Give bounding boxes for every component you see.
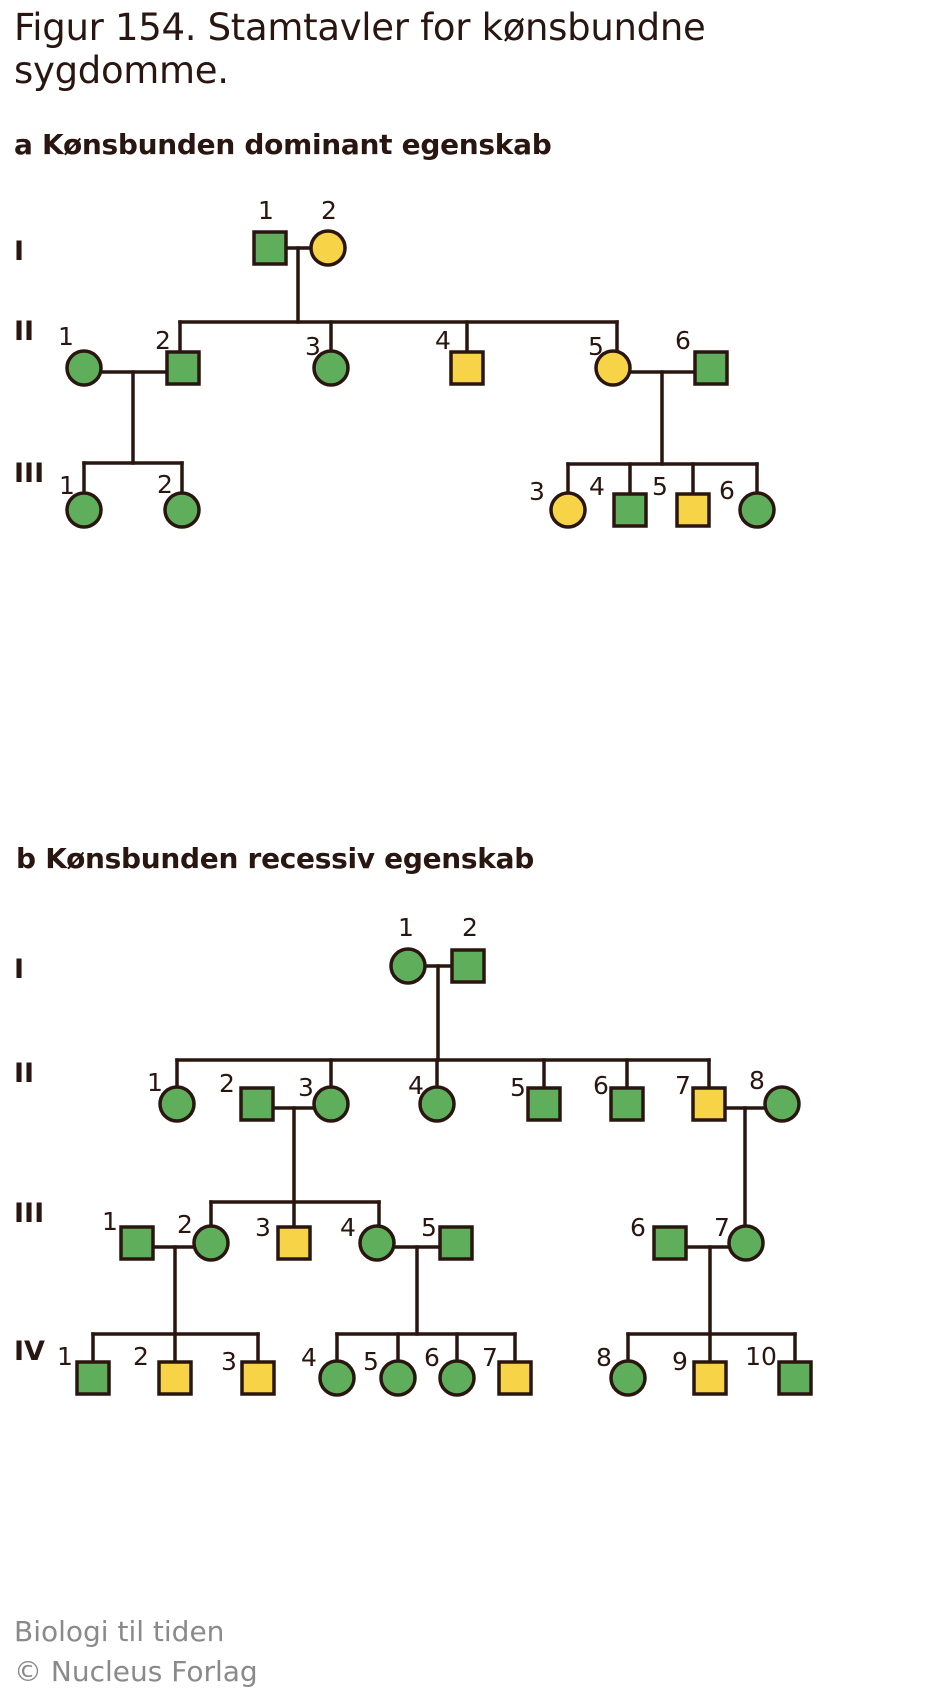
individual-number: 4 (435, 326, 451, 355)
unaffected-female-circle (389, 947, 427, 985)
unaffected-female-circle (738, 491, 776, 529)
individual-number: 2 (177, 1210, 193, 1239)
individual-number: 6 (424, 1343, 440, 1372)
unaffected-female-circle (379, 1359, 417, 1397)
individual-number: 4 (301, 1343, 317, 1372)
individual-number: 3 (221, 1347, 237, 1376)
individual-number: 5 (363, 1347, 379, 1376)
individual-number: 9 (672, 1347, 688, 1376)
affected-female-circle (549, 491, 587, 529)
affected-male-square (157, 1360, 193, 1396)
unaffected-female-circle (192, 1224, 230, 1262)
credit: Biologi til tiden © Nucleus Forlag (14, 1612, 258, 1692)
unaffected-female-circle (609, 1359, 647, 1397)
individual-number: 8 (596, 1343, 612, 1372)
affected-male-square (449, 350, 485, 386)
unaffected-female-circle (158, 1085, 196, 1123)
individual-number: 4 (340, 1213, 356, 1242)
credit-publisher: © Nucleus Forlag (14, 1655, 258, 1688)
individual-number: 1 (58, 322, 74, 351)
figure-title: Figur 154. Stamtavler for kønsbundne syg… (14, 6, 706, 92)
individual-number: 5 (588, 332, 604, 361)
individual-number: 2 (133, 1342, 149, 1371)
generation-label: III (14, 1198, 44, 1229)
individual-number: 4 (589, 472, 605, 501)
unaffected-male-square (652, 1225, 688, 1261)
affected-male-square (675, 492, 711, 528)
unaffected-male-square (75, 1360, 111, 1396)
individual-number: 10 (745, 1342, 777, 1371)
unaffected-male-square (252, 230, 288, 266)
unaffected-male-square (777, 1360, 813, 1396)
generation-label: I (14, 954, 24, 985)
unaffected-female-circle (312, 349, 350, 387)
unaffected-female-circle (438, 1359, 476, 1397)
unaffected-male-square (450, 948, 486, 984)
individual-number: 1 (398, 913, 414, 942)
individual-number: 3 (305, 332, 321, 361)
individual-number: 7 (714, 1213, 730, 1242)
individual-number: 2 (321, 196, 337, 225)
unaffected-female-circle (65, 349, 103, 387)
pedigree-a-title: a Kønsbunden dominant egenskab (14, 128, 552, 161)
affected-male-square (691, 1086, 727, 1122)
individual-number: 6 (675, 326, 691, 355)
individual-number: 8 (749, 1066, 765, 1095)
individual-number: 1 (57, 1342, 73, 1371)
individual-number: 5 (652, 472, 668, 501)
pedigree-symbols (65, 229, 813, 1397)
unaffected-male-square (165, 350, 201, 386)
unaffected-male-square (119, 1225, 155, 1261)
individual-number: 1 (59, 471, 75, 500)
unaffected-female-circle (318, 1359, 356, 1397)
unaffected-male-square (526, 1086, 562, 1122)
unaffected-male-square (609, 1086, 645, 1122)
pedigree-lines (82, 246, 797, 1363)
individual-number: 2 (157, 470, 173, 499)
individual-number: 3 (255, 1213, 271, 1242)
unaffected-female-circle (763, 1085, 801, 1123)
individual-number: 6 (593, 1071, 609, 1100)
generation-label: IV (14, 1336, 45, 1367)
affected-male-square (692, 1360, 728, 1396)
individual-number: 6 (719, 476, 735, 505)
unaffected-female-circle (358, 1224, 396, 1262)
individual-number: 2 (155, 326, 171, 355)
individual-number: 5 (421, 1213, 437, 1242)
individual-number: 2 (462, 913, 478, 942)
individual-number: 4 (408, 1071, 424, 1100)
unaffected-female-circle (312, 1085, 350, 1123)
unaffected-female-circle (727, 1224, 765, 1262)
unaffected-female-circle (65, 491, 103, 529)
unaffected-female-circle (418, 1085, 456, 1123)
generation-label: II (14, 1058, 34, 1089)
affected-female-circle (594, 349, 632, 387)
individual-number: 3 (298, 1073, 314, 1102)
individual-number: 1 (102, 1207, 118, 1236)
individual-number: 5 (510, 1073, 526, 1102)
affected-male-square (497, 1360, 533, 1396)
unaffected-male-square (438, 1225, 474, 1261)
unaffected-male-square (693, 350, 729, 386)
individual-number: 2 (219, 1069, 235, 1098)
affected-male-square (276, 1225, 312, 1261)
affected-female-circle (309, 229, 347, 267)
generation-label: I (14, 236, 24, 267)
individual-number: 1 (147, 1068, 163, 1097)
generation-label: II (14, 316, 34, 347)
individual-number: 1 (258, 196, 274, 225)
pedigree-b-title: b Kønsbunden recessiv egenskab (16, 842, 534, 875)
unaffected-male-square (612, 492, 648, 528)
individual-number: 6 (630, 1213, 646, 1242)
individual-number: 7 (675, 1071, 691, 1100)
affected-male-square (240, 1360, 276, 1396)
unaffected-male-square (239, 1086, 275, 1122)
generation-label: III (14, 458, 44, 489)
credit-book: Biologi til tiden (14, 1615, 225, 1648)
unaffected-female-circle (163, 491, 201, 529)
individual-number: 7 (482, 1343, 498, 1372)
individual-number: 3 (529, 477, 545, 506)
